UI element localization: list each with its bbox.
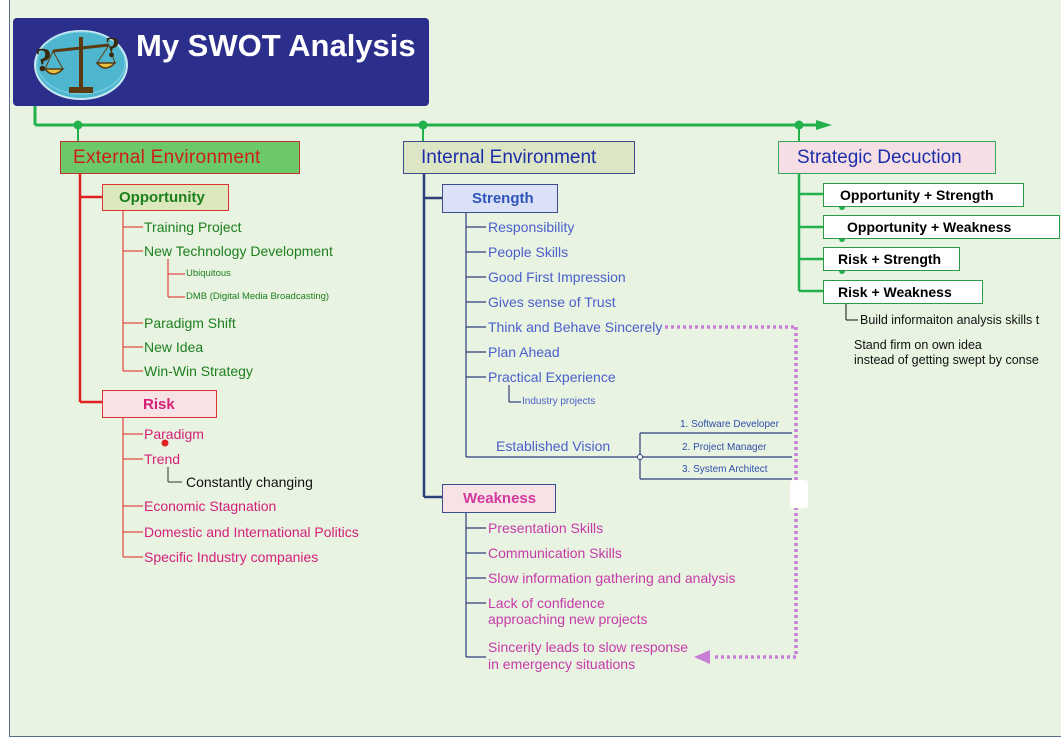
list-item: Think and Behave Sincerely bbox=[488, 319, 663, 335]
strategy-note: Stand firm on own idea bbox=[854, 338, 982, 352]
list-item: Industry projects bbox=[522, 396, 596, 407]
list-item: Practical Experience bbox=[488, 369, 616, 385]
list-item: Paradigm bbox=[144, 426, 204, 442]
list-item: Ubiquitous bbox=[186, 268, 231, 279]
list-item: Constantly changing bbox=[186, 474, 313, 490]
decision-opportunity-weakness: Opportunity + Weakness bbox=[823, 215, 1060, 239]
decision-risk-strength: Risk + Strength bbox=[823, 247, 960, 271]
diagram-canvas: ? ? My SWOT Analysis External Environmen… bbox=[9, 0, 1061, 737]
decision-opportunity-strength: Opportunity + Strength bbox=[823, 183, 1024, 207]
list-item: Win-Win Strategy bbox=[144, 363, 253, 379]
list-item: approaching new projects bbox=[488, 611, 648, 627]
list-item: People Skills bbox=[488, 244, 569, 260]
list-item: Gives sense of Trust bbox=[488, 294, 616, 310]
list-item: Domestic and International Politics bbox=[144, 524, 359, 540]
list-item: in emergency situations bbox=[488, 656, 636, 672]
list-item: DMB (Digital Media Broadcasting) bbox=[186, 291, 330, 302]
list-item: Good First Impression bbox=[488, 269, 626, 285]
strength-box: Strength bbox=[442, 184, 558, 213]
internal-environment-header: Internal Environment bbox=[403, 141, 635, 174]
risk-box: Risk bbox=[102, 390, 217, 418]
dotted-link-arrow bbox=[694, 650, 710, 664]
list-item: Plan Ahead bbox=[488, 344, 560, 360]
weakness-box: Weakness bbox=[442, 484, 556, 513]
list-item: Trend bbox=[144, 451, 181, 467]
list-item: New Idea bbox=[144, 339, 204, 355]
list-item: Economic Stagnation bbox=[144, 498, 277, 514]
list-item: Presentation Skills bbox=[488, 520, 604, 536]
page-title: My SWOT Analysis bbox=[136, 28, 416, 63]
scroll-handle[interactable] bbox=[790, 480, 808, 508]
vision-label: Established Vision bbox=[496, 438, 611, 454]
list-item: Paradigm Shift bbox=[144, 315, 236, 331]
vision-item: 2. Project Manager bbox=[682, 442, 767, 453]
vision-item: 1. Software Developer bbox=[680, 419, 779, 430]
strategy-note: Build informaiton analysis skills t bbox=[860, 313, 1040, 327]
question-mark-icon: ? bbox=[35, 42, 52, 79]
list-item: Specific Industry companies bbox=[144, 549, 319, 565]
list-item: Communication Skills bbox=[488, 545, 622, 561]
list-item: Responsibility bbox=[488, 219, 575, 235]
list-item: Sincerity leads to slow response bbox=[488, 639, 688, 655]
list-item: Training Project bbox=[144, 219, 242, 235]
timeline-arrow bbox=[816, 120, 832, 130]
vision-item: 3. System Architect bbox=[682, 464, 768, 475]
strategic-deduction-header: Strategic Decuction bbox=[778, 141, 996, 174]
title-banner: ? ? bbox=[13, 18, 429, 106]
opportunity-box: Opportunity bbox=[102, 184, 229, 211]
external-environment-header: External Environment bbox=[60, 141, 300, 174]
strategy-note: instead of getting swept by conse bbox=[854, 353, 1039, 367]
connector-lines bbox=[33, 106, 858, 664]
list-item: Slow information gathering and analysis bbox=[488, 570, 736, 586]
list-item: New Technology Development bbox=[144, 243, 333, 259]
decision-risk-weakness: Risk + Weakness bbox=[823, 280, 983, 304]
svg-text:?: ? bbox=[105, 31, 120, 64]
list-item: Lack of confidence bbox=[488, 595, 605, 611]
scales-icon: ? ? bbox=[34, 30, 128, 100]
